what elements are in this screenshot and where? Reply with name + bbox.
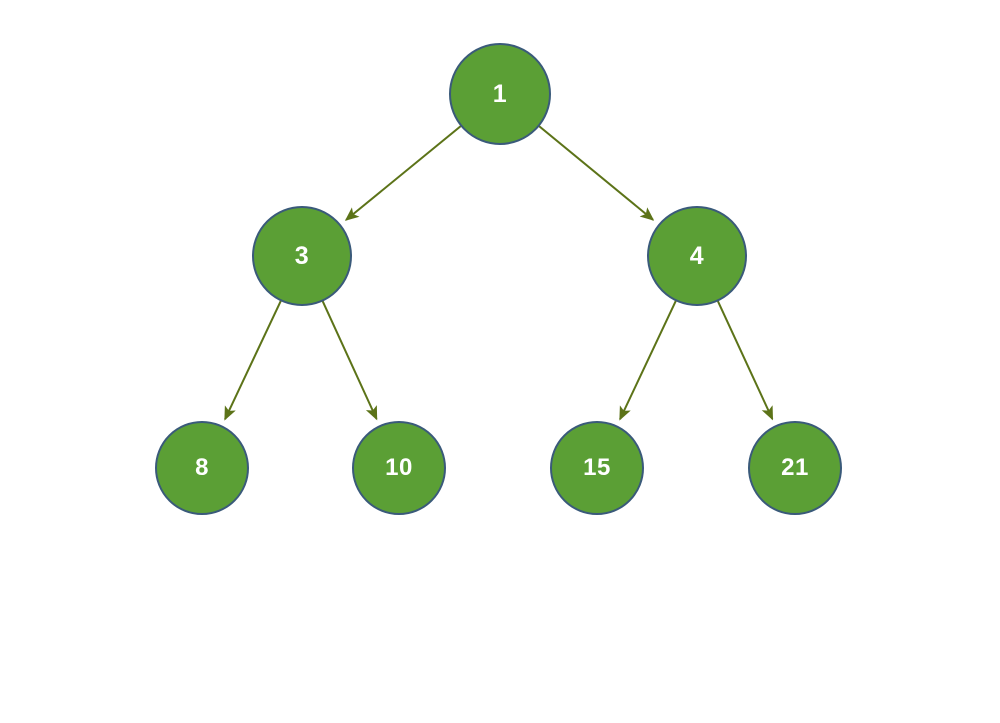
- tree-node-label: 1: [492, 79, 508, 108]
- tree-node-15[interactable]: 15: [550, 421, 644, 515]
- tree-node-label: 8: [195, 454, 209, 481]
- tree-edge-1-to-3: [344, 124, 462, 221]
- tree-node-label: 3: [294, 241, 310, 270]
- tree-node-1[interactable]: 1: [449, 43, 551, 145]
- tree-node-10[interactable]: 10: [352, 421, 446, 515]
- tree-node-label: 10: [385, 454, 413, 481]
- tree-node-4[interactable]: 4: [647, 206, 747, 306]
- tree-edge-3-to-10: [321, 300, 378, 421]
- tree-edge-3-to-8: [224, 299, 283, 421]
- tree-node-8[interactable]: 8: [155, 421, 249, 515]
- tree-edge-4-to-15: [619, 299, 678, 421]
- tree-edge-1-to-4: [537, 124, 655, 221]
- tree-node-label: 21: [781, 454, 809, 481]
- tree-node-label: 15: [583, 454, 611, 481]
- tree-node-label: 4: [689, 241, 705, 270]
- tree-node-3[interactable]: 3: [252, 206, 352, 306]
- tree-edge-4-to-21: [716, 300, 774, 421]
- tree-node-21[interactable]: 21: [748, 421, 842, 515]
